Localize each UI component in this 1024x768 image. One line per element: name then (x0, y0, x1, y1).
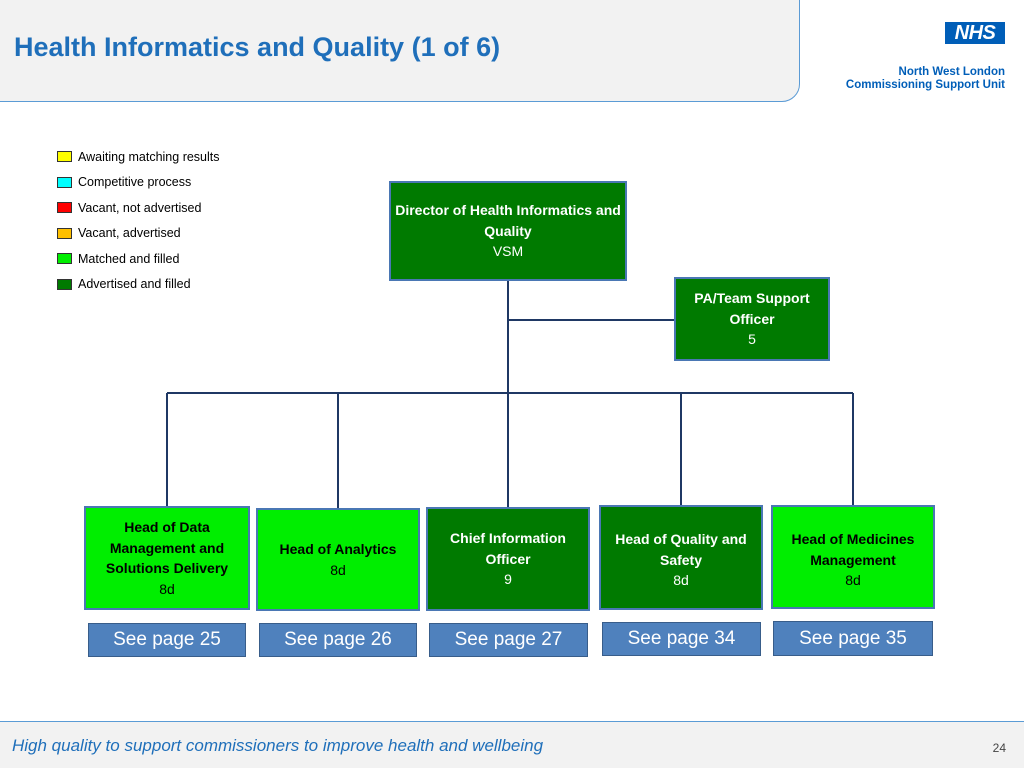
nhs-logo: NHS (945, 22, 1005, 44)
director-box: Director of Health Informatics and Quali… (389, 181, 627, 281)
title-bar (0, 0, 800, 102)
legend-swatch (57, 202, 72, 214)
legend-label: Vacant, advertised (78, 226, 181, 241)
role-grade: 8d (845, 572, 861, 588)
see-page-27-link[interactable]: See page 27 (429, 623, 588, 657)
legend-item: Competitive process (57, 170, 220, 196)
see-page-26-link[interactable]: See page 26 (259, 623, 417, 657)
role-title: Head of Data Management and Solutions De… (105, 519, 229, 576)
role-grade: 8d (330, 561, 346, 578)
see-page-34-link[interactable]: See page 34 (602, 622, 761, 656)
see-page-35-link[interactable]: See page 35 (773, 621, 933, 656)
org-name-line2: Commissioning Support Unit (845, 79, 1005, 91)
head-medicines-management-box: Head of Medicines Management 8d (771, 505, 935, 609)
page-title: Health Informatics and Quality (1 of 6) (14, 32, 501, 62)
role-grade: 8d (159, 580, 175, 597)
footer-bar (0, 721, 1024, 768)
organisation-name: North West London Commissioning Support … (846, 66, 1005, 92)
legend-swatch (57, 176, 72, 188)
role-grade: 9 (504, 571, 512, 588)
page-number: 24 (992, 741, 1006, 755)
legend-label: Vacant, not advertised (78, 200, 202, 215)
role-title: PA/Team Support Officer (694, 290, 810, 327)
see-page-25-link[interactable]: See page 25 (88, 623, 246, 657)
role-grade: 8d (673, 572, 689, 588)
head-quality-safety-box: Head of Quality and Safety 8d (599, 505, 763, 610)
footer-tagline: High quality to support commissioners to… (12, 736, 544, 755)
legend-label: Matched and filled (78, 251, 180, 266)
role-grade: VSM (492, 243, 524, 260)
legend-swatch (57, 253, 72, 265)
head-analytics-box: Head of Analytics 8d (256, 508, 420, 611)
legend-item: Matched and filled (57, 246, 220, 272)
legend-label: Awaiting matching results (78, 149, 220, 164)
role-title: Head of Quality and Safety (615, 531, 747, 568)
legend-swatch (57, 151, 72, 163)
legend: Awaiting matching results Competitive pr… (57, 144, 220, 297)
legend-item: Vacant, advertised (57, 221, 220, 247)
legend-label: Competitive process (78, 175, 192, 190)
legend-swatch (57, 227, 72, 239)
legend-item: Advertised and filled (57, 272, 220, 298)
legend-label: Advertised and filled (78, 277, 191, 292)
legend-swatch (57, 278, 72, 290)
role-grade: 5 (748, 331, 756, 348)
org-name-line1: North West London (898, 66, 1005, 78)
pa-team-support-box: PA/Team Support Officer 5 (674, 277, 830, 361)
role-title: Head of Medicines Management (791, 531, 915, 568)
role-title: Head of Analytics (279, 541, 397, 557)
role-title: Chief Information Officer (450, 530, 566, 567)
role-title: Director of Health Informatics and Quali… (395, 202, 621, 239)
chief-information-officer-box: Chief Information Officer 9 (426, 507, 590, 611)
legend-item: Awaiting matching results (57, 144, 220, 170)
head-data-management-box: Head of Data Management and Solutions De… (84, 506, 250, 610)
legend-item: Vacant, not advertised (57, 195, 220, 221)
